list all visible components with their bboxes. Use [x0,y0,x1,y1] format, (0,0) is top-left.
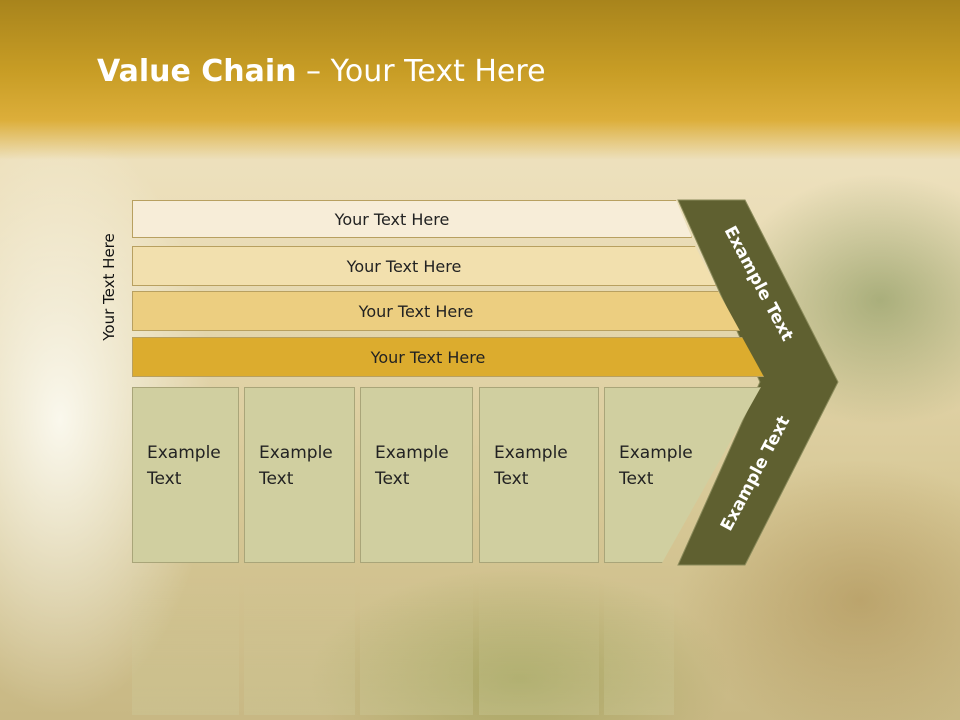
column-2-line2: Text [259,469,294,489]
column-1-line2: Text [147,469,182,489]
column-2[interactable]: Example Text [244,387,355,563]
bar-4-label: Your Text Here [370,347,486,367]
bar-4[interactable]: Your Text Here [132,337,764,377]
column-3[interactable]: Example Text [360,387,473,563]
title-bar [0,0,960,160]
bar-1-label: Your Text Here [334,209,450,229]
reflection [0,565,960,720]
page-title: Value Chain – Your Text Here [97,54,546,89]
column-2-line1: Example [259,443,333,463]
reflection-column-3 [360,565,473,715]
column-3-line2: Text [375,469,410,489]
bar-3-label: Your Text Here [358,301,474,321]
title-rest: – Your Text Here [296,54,546,89]
column-4-line2: Text [494,469,529,489]
column-4-line1: Example [494,443,568,463]
bar-2-label: Your Text Here [346,256,462,276]
bar-1[interactable]: Your Text Here [132,200,692,238]
bar-2[interactable]: Your Text Here [132,246,716,286]
reflection-column-5 [604,565,674,715]
reflection-column-4 [479,565,599,715]
bar-3[interactable]: Your Text Here [132,291,740,331]
column-4[interactable]: Example Text [479,387,599,563]
title-bold: Value Chain [97,54,297,89]
reflection-column-2 [244,565,355,715]
column-5-line1: Example [619,443,693,463]
column-3-line1: Example [375,443,449,463]
column-1-line1: Example [147,443,221,463]
reflection-column-1 [132,565,239,715]
column-1[interactable]: Example Text [132,387,239,563]
column-5-line2: Text [619,469,654,489]
